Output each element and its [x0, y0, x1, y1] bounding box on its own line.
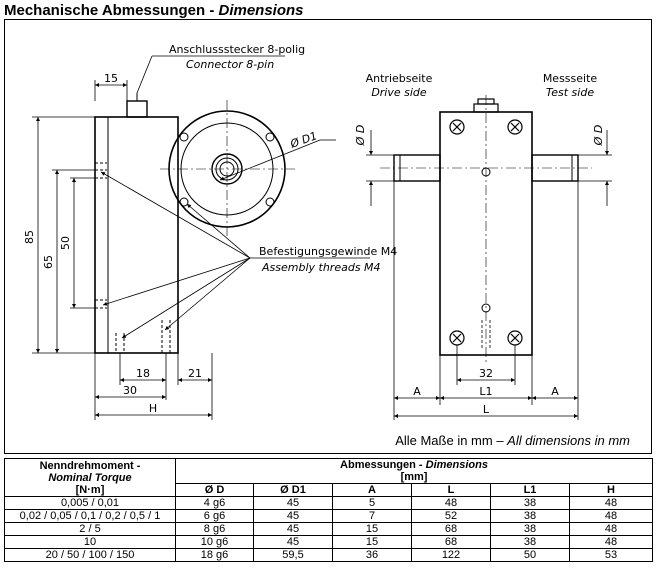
table-cell: 53 [568, 548, 654, 562]
test-side-label-en: Test side [546, 86, 594, 99]
table-cell: 0,005 / 0,01 [4, 496, 176, 510]
connector-label-de: Anschlussstecker 8-polig [169, 43, 305, 56]
table-cell: 52 [411, 509, 491, 523]
table-cell: 68 [411, 522, 491, 536]
dim-L1-label: L1 [479, 385, 492, 398]
col-header: Ø D [175, 483, 254, 497]
table-cell: 5 [332, 496, 412, 510]
dimensions-note: Alle Maße in mm – All dimensions in mm [395, 433, 630, 448]
table-cell: 7 [332, 509, 412, 523]
top-view [380, 95, 592, 362]
table-cell: 10 [4, 535, 176, 549]
table-cell: 45 [253, 522, 333, 536]
dims-header: Abmessungen - Dimensions [174, 458, 654, 471]
side-dimensions [32, 80, 213, 420]
dim-85-label: 85 [23, 230, 36, 244]
col-header: A [332, 483, 412, 497]
table-cell: 8 g6 [175, 522, 254, 536]
dim-50-label: 50 [59, 236, 72, 250]
note-en: All dimensions in mm [507, 433, 630, 448]
housing-body [94, 116, 179, 354]
col-header: Ø D1 [253, 483, 333, 497]
dims-header-en: Dimensions [425, 459, 488, 471]
table-cell: 4 g6 [175, 496, 254, 510]
dim-D-left-label: Ø D [354, 125, 367, 147]
table-cell: 38 [490, 509, 570, 523]
table-cell: 18 g6 [175, 548, 254, 562]
col-header: L1 [490, 483, 570, 497]
table-cell: 48 [568, 522, 654, 536]
dim-A-left-label: A [413, 385, 421, 398]
dim-15-label: 15 [104, 72, 118, 85]
dim-32-label: 32 [479, 367, 493, 380]
drive-side-label-en: Drive side [371, 86, 427, 99]
threads-leaders [100, 171, 370, 339]
table-cell: 45 [253, 509, 333, 523]
dims-header-de: Abmessungen - [340, 459, 426, 471]
table-cell: 15 [332, 522, 412, 536]
threads-label-de: Befestigungsgewinde M4 [259, 245, 397, 258]
side-view [94, 93, 179, 354]
torque-header-de: Nenndrehmoment - [39, 459, 141, 472]
torque-header-unit: [N·m] [75, 483, 105, 496]
table-cell: 48 [568, 535, 654, 549]
connector-label-en: Connector 8-pin [186, 58, 274, 71]
threads-label-en: Assembly threads M4 [261, 261, 381, 274]
table-cell: 2 / 5 [4, 522, 176, 536]
col-header: H [568, 483, 654, 497]
drive-side-label-de: Antriebseite [366, 72, 433, 85]
table-cell: 0,02 / 0,05 / 0,1 / 0,2 / 0,5 / 1 [4, 509, 176, 523]
page-title: Mechanische Abmessungen - Dimensions [4, 2, 304, 19]
table-cell: 45 [253, 535, 333, 549]
table-cell: 38 [490, 535, 570, 549]
table-cell: 36 [332, 548, 412, 562]
dim-L-label: L [483, 403, 490, 416]
table-cell: 68 [411, 535, 491, 549]
table-cell: 15 [332, 535, 412, 549]
table-cell: 48 [568, 496, 654, 510]
note-de: Alle Maße in mm – [395, 433, 508, 448]
dimensions-table: Nenndrehmoment - Nominal Torque [N·m] Ab… [4, 458, 654, 562]
table-cell: 45 [253, 496, 333, 510]
title-italic: Dimensions [218, 2, 304, 19]
dim-65-label: 65 [42, 255, 55, 269]
drawing-frame [4, 19, 652, 454]
torque-header-en: Nominal Torque [48, 471, 132, 484]
dim-18-label: 18 [136, 367, 150, 380]
table-cell: 48 [411, 496, 491, 510]
col-header: L [411, 483, 491, 497]
connector-leader [136, 55, 285, 94]
torque-header: Nenndrehmoment - Nominal Torque [N·m] [4, 458, 176, 497]
top-dimensions [366, 130, 612, 420]
flange-view [160, 100, 336, 237]
test-side-label-de: Messseite [543, 72, 598, 85]
table-cell: 122 [411, 548, 491, 562]
dim-30-label: 30 [123, 384, 137, 397]
dims-unit: [mm] [174, 471, 654, 484]
table-cell: 10 g6 [175, 535, 254, 549]
dim-D-right-label: Ø D [592, 125, 605, 147]
dim-A-right-label: A [551, 385, 559, 398]
table-cell: 20 / 50 / 100 / 150 [4, 548, 176, 562]
connector-plug [126, 100, 148, 118]
dim-D1-label: Ø D1 [288, 129, 319, 151]
dim-21-label: 21 [188, 367, 202, 380]
table-cell: 6 g6 [175, 509, 254, 523]
table-cell: 50 [490, 548, 570, 562]
dim-H-label: H [149, 402, 157, 415]
table-cell: 59,5 [253, 548, 333, 562]
table-cell: 38 [490, 496, 570, 510]
title-main: Mechanische Abmessungen - [4, 2, 219, 19]
table-cell: 38 [490, 522, 570, 536]
table-cell: 48 [568, 509, 654, 523]
technical-drawing: 15 85 65 50 18 21 30 H Ø D1 Anschlussste… [23, 43, 612, 420]
